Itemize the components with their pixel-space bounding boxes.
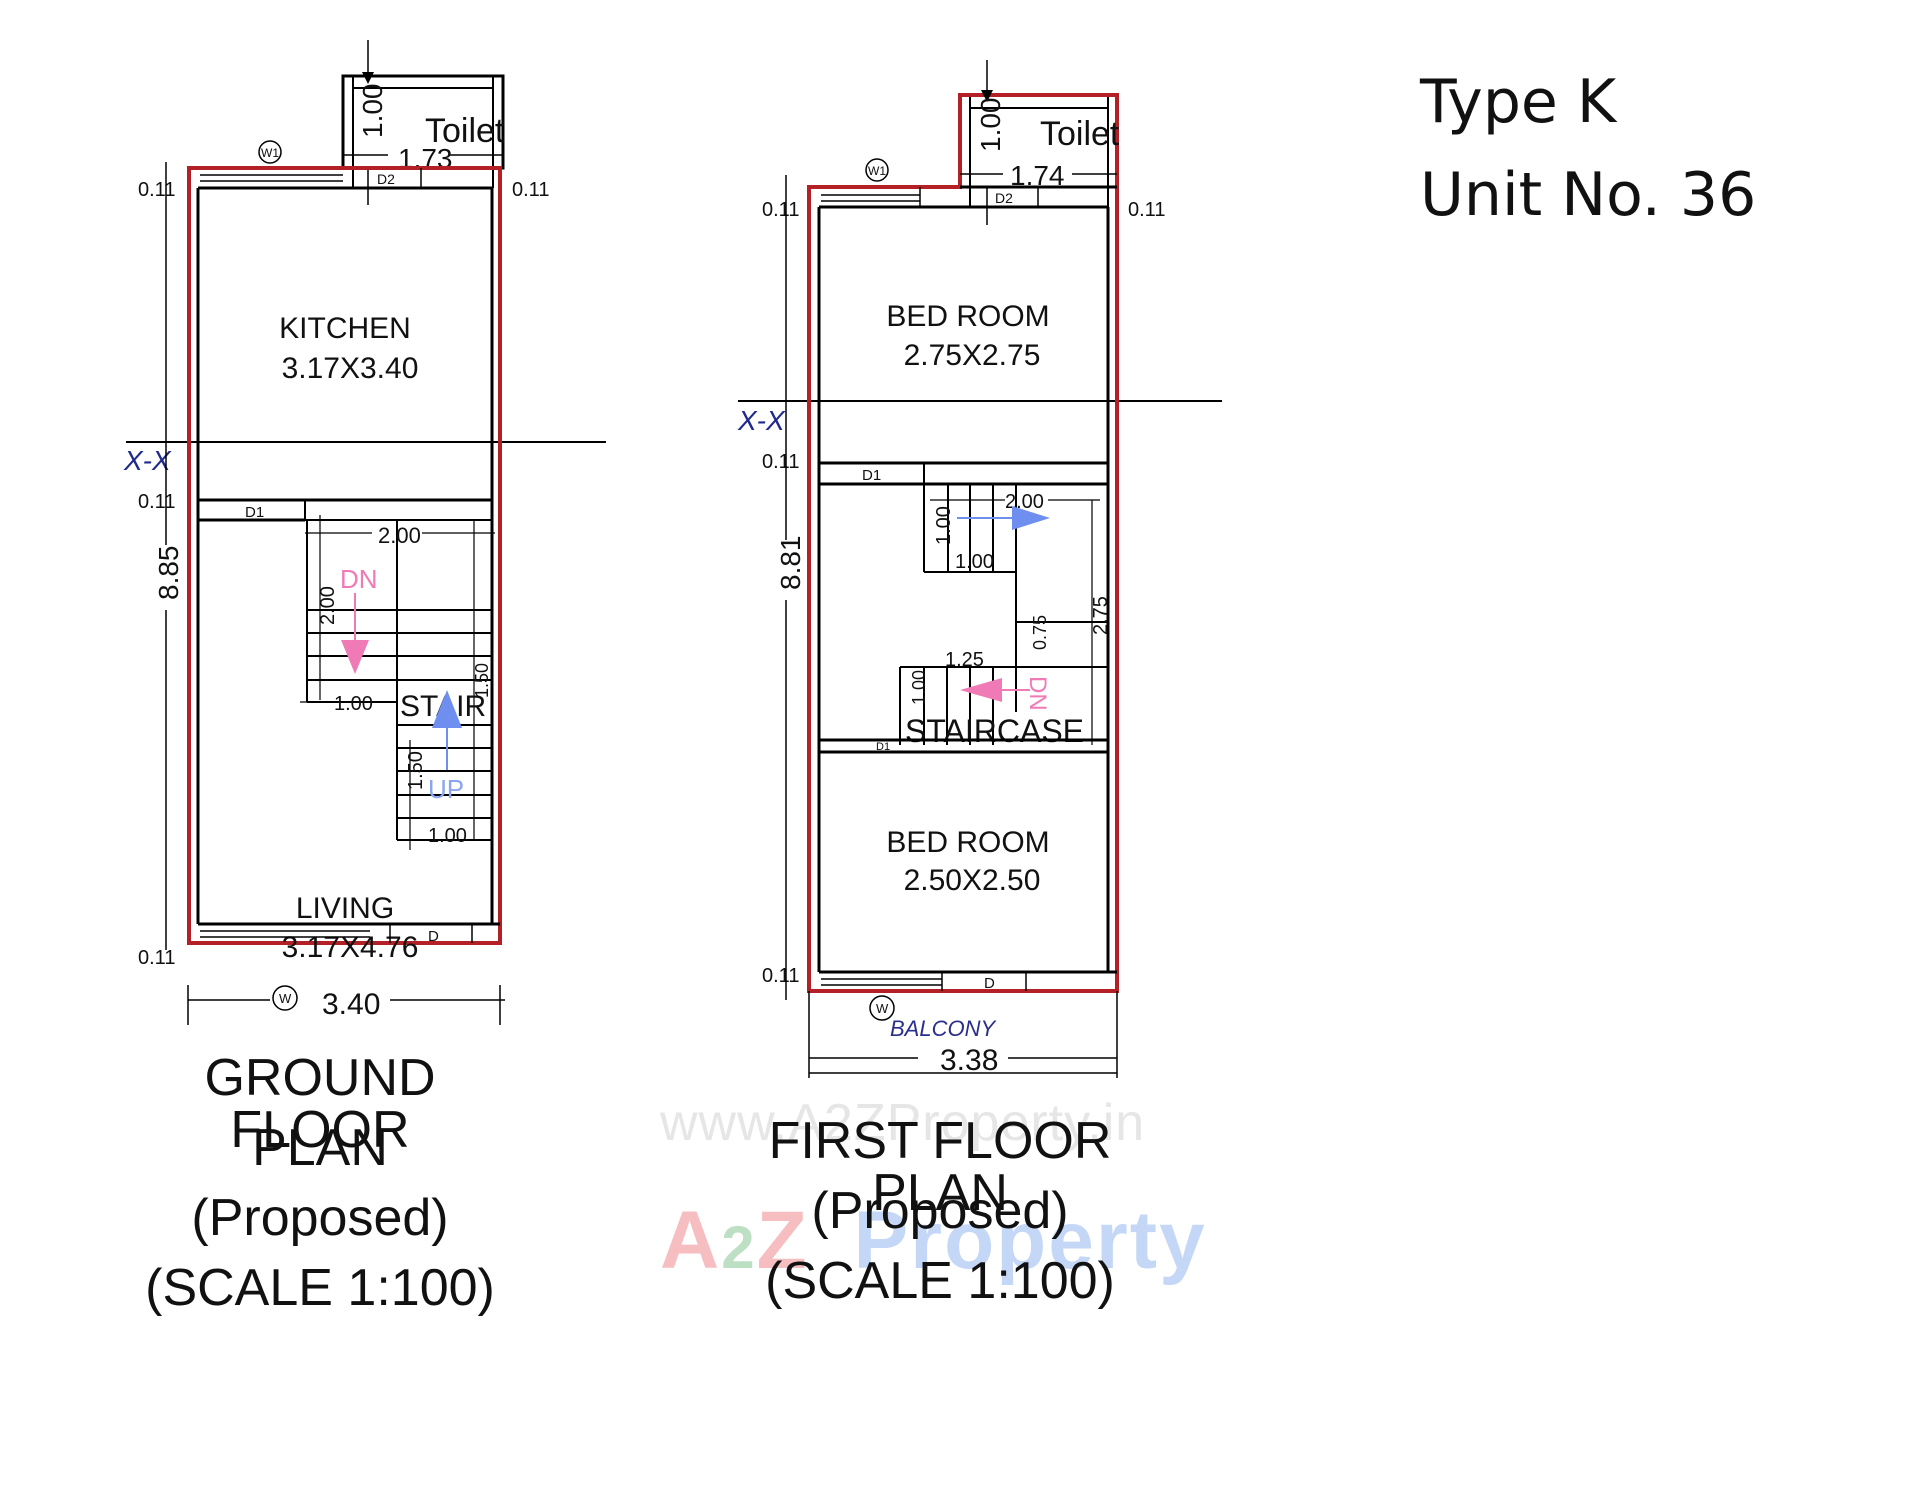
room-label-bedroom-1: BED ROOM [886,300,1049,333]
door-d-tag: D [428,928,439,945]
door-d1-tag: D1 [245,504,264,521]
dn-arrow-icon [341,640,369,674]
unit-number-label: Unit No. 36 [1420,160,1757,230]
room-label-kitchen: KITCHEN [279,312,411,345]
room-size-living: 3.17X4.76 [282,931,419,964]
dn-arrow-icon [960,678,1002,702]
first-floor-title-line3: (SCALE 1:100) [765,1252,1115,1310]
svg-text:1.00: 1.00 [933,506,955,545]
svg-text:1.00: 1.00 [357,84,388,139]
svg-text:1.00: 1.00 [428,825,467,847]
stair-up-label: UP [428,774,464,804]
room-label-balcony: BALCONY [890,1016,996,1041]
svg-text:0.11: 0.11 [762,199,799,221]
svg-text:0.11: 0.11 [762,965,799,987]
first-stair: 2.00 1.00 1.00 0.75 2.75 1.25 1.00 DN ST… [899,484,1112,749]
svg-text:2.00: 2.00 [317,586,339,625]
svg-text:8.85: 8.85 [153,546,184,601]
first-floor-title: FIRST FLOOR PLAN (Proposed) (SCALE 1:100… [700,1115,1180,1325]
svg-text:1.50: 1.50 [472,663,492,698]
first-floor-title-line1: FIRST FLOOR PLAN [768,1112,1112,1222]
watermark-url: www.A2ZProperty.in [660,1094,1146,1152]
svg-text:1.25: 1.25 [945,649,984,671]
section-marker-xx: X-X [123,445,172,476]
svg-text:0.11: 0.11 [138,491,175,513]
svg-text:0.11: 0.11 [138,947,175,969]
plan-type-label: Type K [1420,67,1617,137]
svg-text:0.11: 0.11 [1128,199,1165,221]
room-label-toilet: Toilet [425,112,505,150]
svg-text:2.75: 2.75 [1090,596,1112,635]
door-d-tag: D [984,975,995,992]
stair-dn-label: DN [340,564,378,594]
section-marker-xx: X-X [737,405,786,436]
svg-text:0.75: 0.75 [1030,615,1050,650]
svg-text:1.00: 1.00 [909,670,929,705]
ground-floor-title-line2: PLAN [252,1119,388,1177]
ground-floor-title-line4: (SCALE 1:100) [145,1259,495,1317]
ground-stair: 2.00 2.00 DN 1.00 STAIR 1.50 UP 1.50 1.0… [300,515,495,850]
svg-text:2.00: 2.00 [378,523,421,548]
up-arrow-icon [432,690,462,728]
room-label-living: LIVING [296,892,394,925]
svg-text:1.00: 1.00 [955,551,994,573]
svg-text:1.50: 1.50 [405,751,427,790]
svg-text:3.40: 3.40 [322,988,380,1021]
up-arrow-icon [1012,506,1050,530]
room-size-kitchen: 3.17X3.40 [282,352,419,385]
window-w1-tag: W1 [868,164,886,178]
svg-text:2.00: 2.00 [1005,491,1044,513]
ground-floor-title-line3: (Proposed) [191,1189,449,1247]
watermark-logo: A2Z Property [660,1195,1207,1286]
room-label-toilet: Toilet [1040,115,1120,153]
window-w-tag: W [876,1001,889,1016]
svg-text:1.00: 1.00 [334,693,373,715]
door-d2-tag: D2 [995,190,1013,206]
svg-text:3.38: 3.38 [940,1044,998,1077]
door-d1-tag: D1 [862,467,881,484]
svg-text:8.81: 8.81 [775,536,806,591]
stair-dn-label: DN [1024,676,1051,711]
room-size-bedroom-1: 2.75X2.75 [904,339,1041,372]
svg-text:1.00: 1.00 [975,98,1006,153]
svg-text:0.11: 0.11 [762,451,799,473]
window-w1-tag: W1 [261,146,279,160]
room-label-bedroom-2: BED ROOM [886,826,1049,859]
staircase-label: STAIRCASE [905,713,1084,749]
first-floor-title-line2: (Proposed) [811,1182,1069,1240]
ground-floor-title-line1: GROUND FLOOR [204,1049,436,1159]
door-d1b-tag: D1 [876,741,890,753]
first-floor-plan: X-X 1.00 Toilet 1.74 W1 D2 0.11 0.11 0.1… [737,60,1222,1078]
svg-text:0.11: 0.11 [512,179,549,201]
ground-floor-plan: X-X 1.00 Toilet 1.73 W1 D2 0.11 0.11 0.1… [123,40,606,1025]
window-w-tag: W [279,991,292,1006]
ground-floor-title: GROUND FLOOR PLAN (Proposed) (SCALE 1:10… [110,1052,530,1332]
door-d2-tag: D2 [377,171,395,187]
room-size-bedroom-2: 2.50X2.50 [904,864,1041,897]
svg-text:0.11: 0.11 [138,179,175,201]
